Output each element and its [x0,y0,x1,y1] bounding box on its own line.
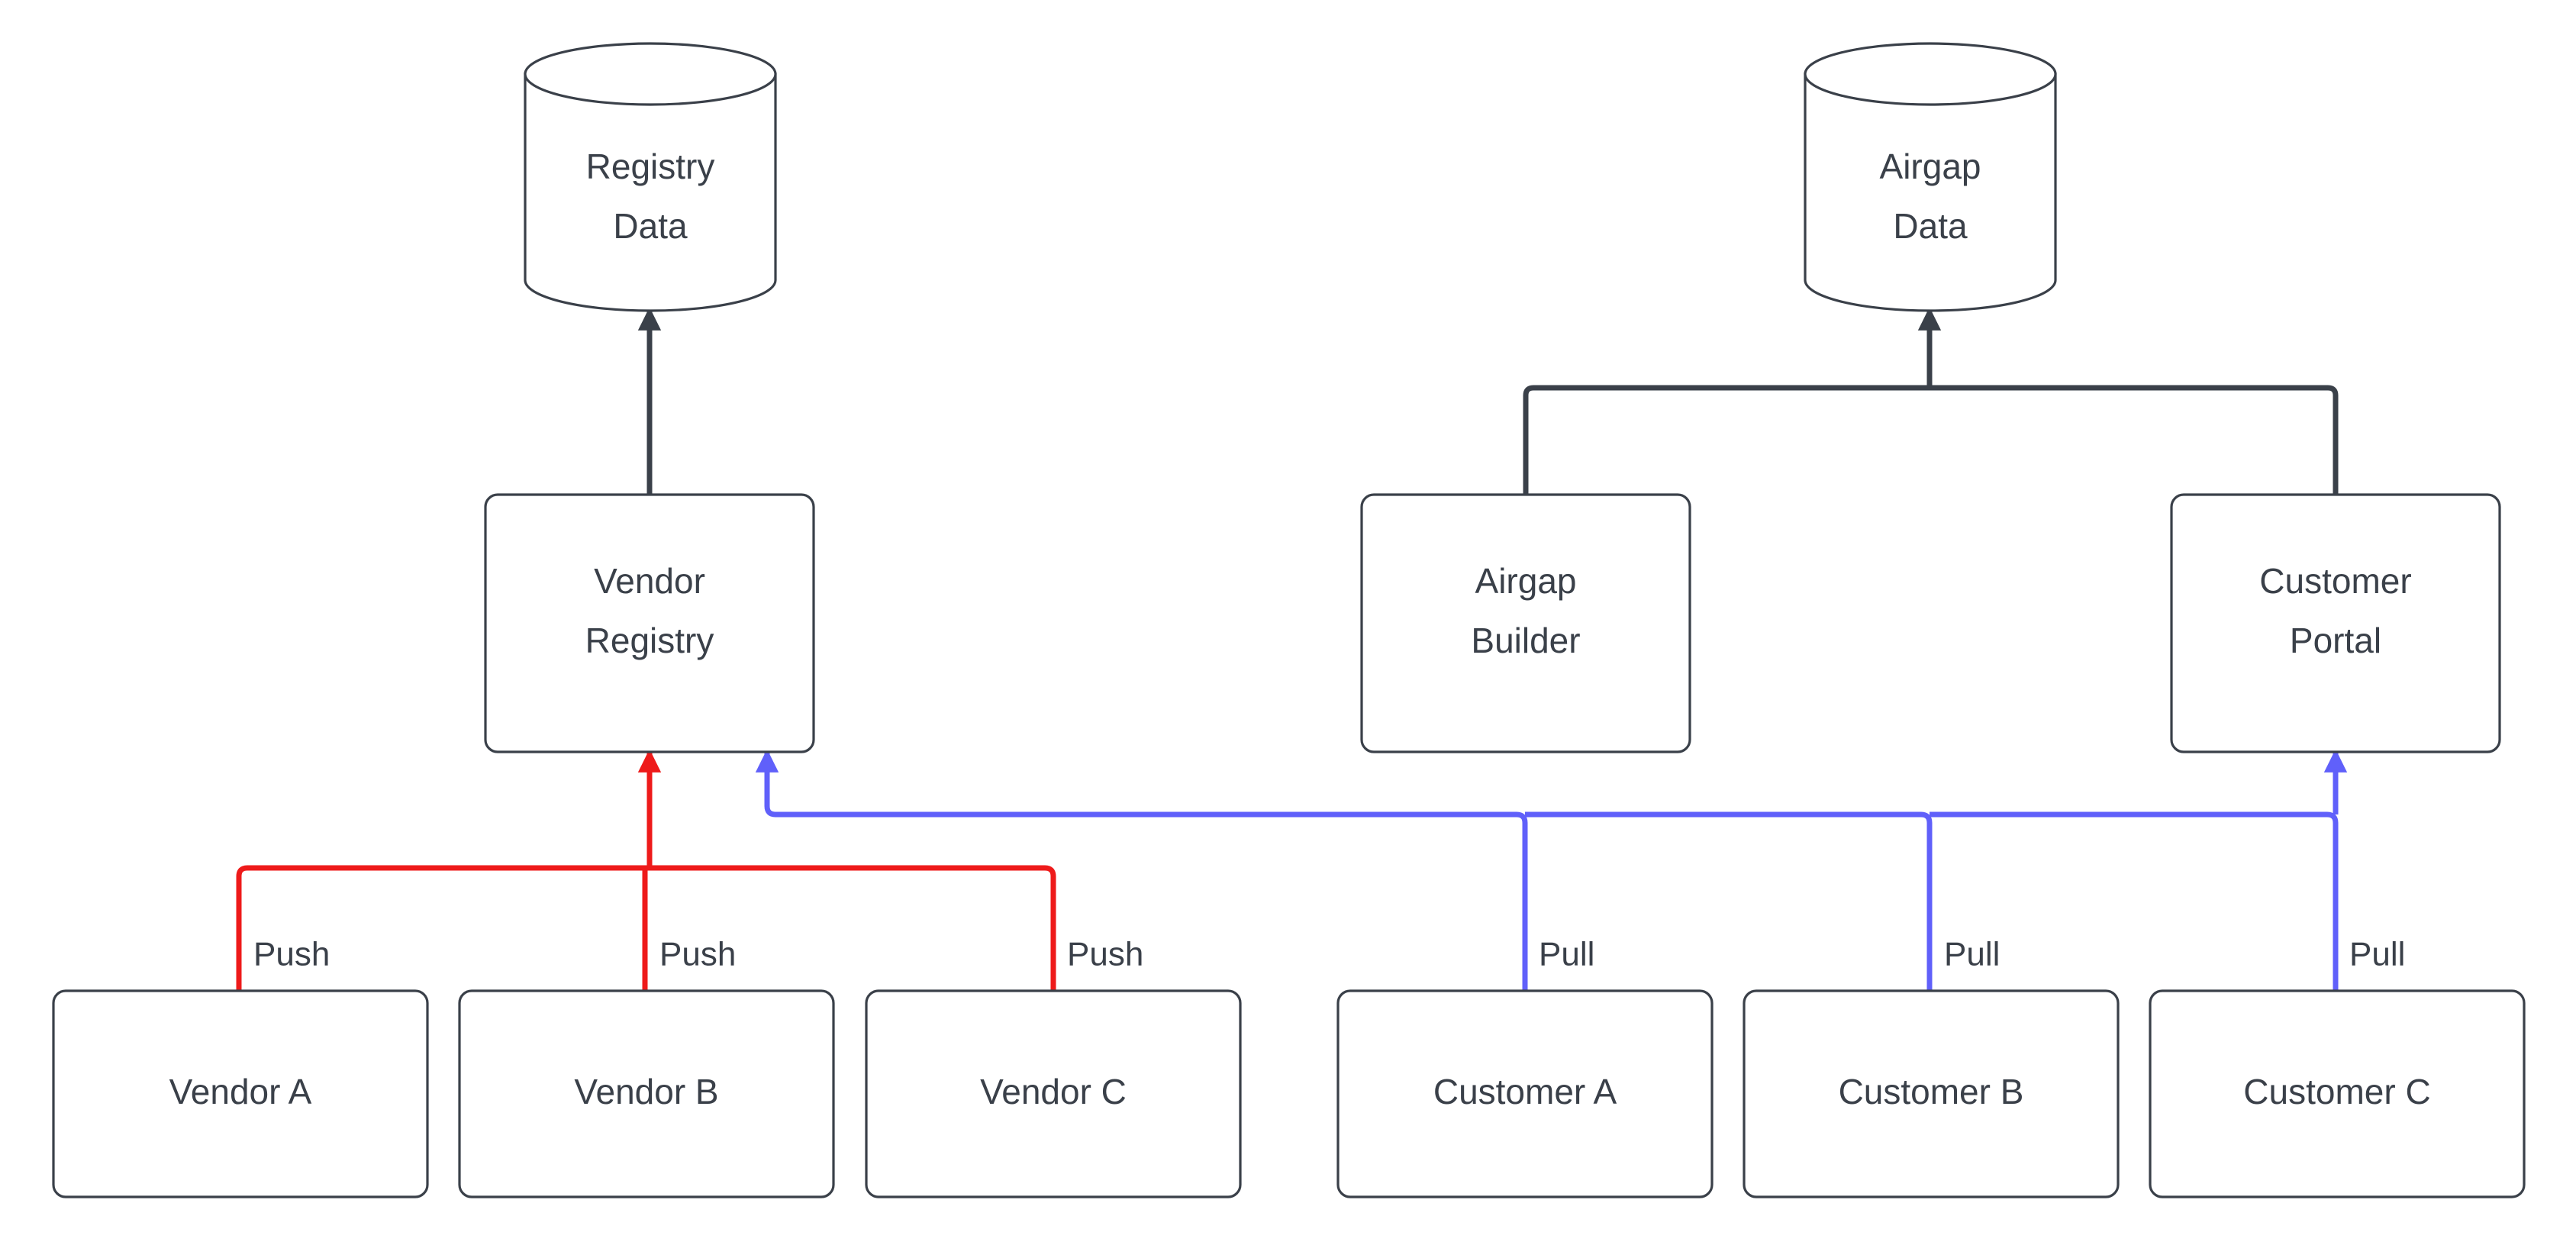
edge-customer-portal-to-airgap-data [1930,385,2339,495]
airgap-data-label-line2: Data [1893,206,1968,246]
customer-b-label: Customer B [1839,1072,2024,1111]
node-vendor-c[interactable]: Vendor C [865,989,1242,1198]
node-airgap-data[interactable]: Airgap Data [1804,42,2057,312]
vendor-a-label: Vendor A [169,1072,312,1111]
customer-portal-label-line1: Customer [2259,561,2411,601]
airgap-builder-label-line1: Airgap [1475,561,1577,601]
customer-c-label: Customer C [2243,1072,2430,1111]
registry-data-label-line2: Data [613,206,688,246]
vendor-b-label: Vendor B [574,1072,718,1111]
node-vendor-a[interactable]: Vendor A [52,989,429,1198]
edge-customer-a-pull [755,749,1528,991]
edge-airgap-builder-to-airgap-data [1523,385,1930,495]
edge-label-pull-customer-b: Pull [1944,936,2000,973]
node-customer-c[interactable]: Customer C [2149,989,2526,1198]
registry-data-label-line1: Registry [586,147,715,186]
node-customer-a[interactable]: Customer A [1336,989,1714,1198]
edge-customer-c-pull [1930,811,2339,991]
vendor-registry-label-line1: Vendor [594,561,705,601]
vendor-c-label: Vendor C [980,1072,1127,1111]
node-vendor-registry[interactable]: Vendor Registry [484,493,815,753]
edge-label-push-vendor-b: Push [659,936,736,973]
airgap-data-label-line1: Airgap [1880,147,1981,186]
edge-label-push-vendor-a: Push [253,936,330,973]
edge-label-pull-customer-a: Pull [1539,936,1594,973]
node-registry-data[interactable]: Registry Data [524,42,777,312]
node-vendor-b[interactable]: Vendor B [458,989,835,1198]
node-customer-b[interactable]: Customer B [1743,989,2120,1198]
edge-customer-b-pull [1525,811,1933,991]
customer-a-label: Customer A [1433,1072,1617,1111]
vendor-registry-label-line2: Registry [585,621,714,660]
node-customer-portal[interactable]: Customer Portal [2170,493,2501,753]
edge-vendor-c-push [395,865,1056,991]
airgap-builder-label-line2: Builder [1471,621,1580,660]
node-airgap-builder[interactable]: Airgap Builder [1360,493,1691,753]
customer-portal-label-line2: Portal [2290,621,2381,660]
edge-label-push-vendor-c: Push [1067,936,1143,973]
edge-label-pull-customer-c: Pull [2349,936,2405,973]
edge-vendor-a-push [236,865,395,991]
